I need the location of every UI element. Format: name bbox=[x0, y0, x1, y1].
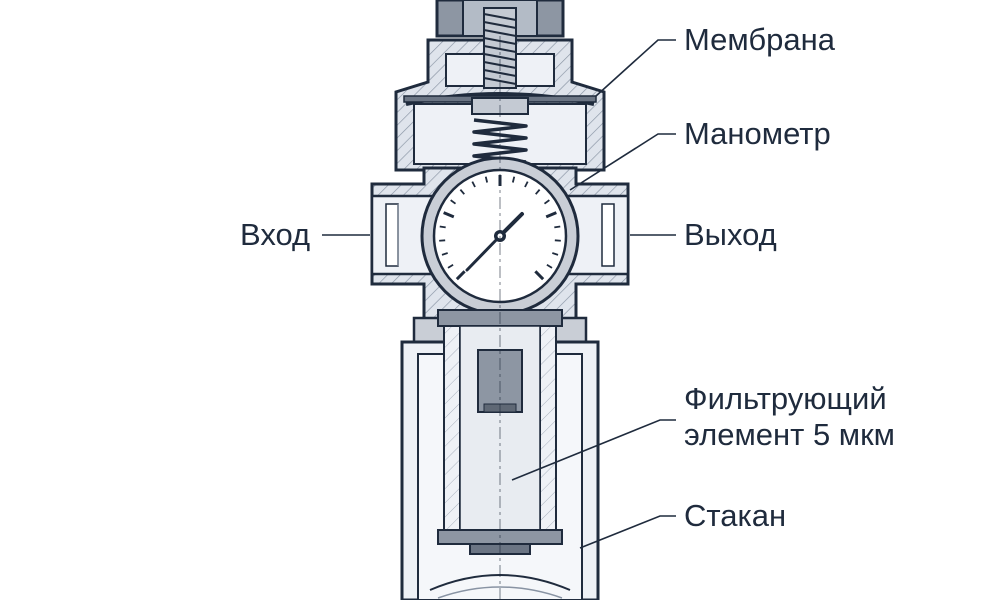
leader-gauge bbox=[569, 133, 676, 191]
label-gauge: Манометр bbox=[684, 116, 831, 151]
gauge-tick bbox=[552, 252, 559, 256]
gauge-tick bbox=[546, 263, 553, 269]
regulator-spring bbox=[472, 118, 528, 164]
gauge-tick bbox=[447, 263, 454, 269]
label-inlet: Вход bbox=[240, 217, 311, 252]
gauge-tick bbox=[511, 176, 516, 183]
label-filter-element: Фильтрующий элемент 5 мкм bbox=[684, 381, 895, 453]
label-filter-line2: элемент 5 мкм bbox=[684, 417, 895, 452]
gauge-tick bbox=[455, 270, 466, 281]
gauge-tick bbox=[443, 211, 455, 219]
leader-lines bbox=[322, 39, 676, 549]
gauge-tick bbox=[441, 252, 448, 256]
gauge-tick bbox=[534, 270, 545, 281]
gauge-tick bbox=[543, 199, 550, 205]
gauge-tick bbox=[439, 225, 446, 229]
gauge-tick bbox=[554, 225, 561, 229]
gauge-tick bbox=[450, 199, 457, 205]
leader-membrane bbox=[595, 39, 676, 97]
adjustment-screw bbox=[483, 7, 517, 89]
label-filter-line1: Фильтрующий bbox=[684, 381, 887, 416]
gauge-tick bbox=[524, 181, 529, 188]
gauge-tick bbox=[471, 181, 476, 188]
label-outlet: Выход bbox=[684, 217, 777, 252]
gauge-tick bbox=[535, 189, 541, 195]
leader-filter bbox=[511, 419, 676, 481]
gauge-tick bbox=[545, 211, 557, 219]
label-bowl: Стакан bbox=[684, 498, 787, 533]
label-membrane: Мембрана bbox=[684, 22, 835, 57]
gauge-tick bbox=[459, 189, 465, 195]
gauge-tick bbox=[484, 176, 489, 183]
leader-bowl bbox=[579, 515, 676, 549]
